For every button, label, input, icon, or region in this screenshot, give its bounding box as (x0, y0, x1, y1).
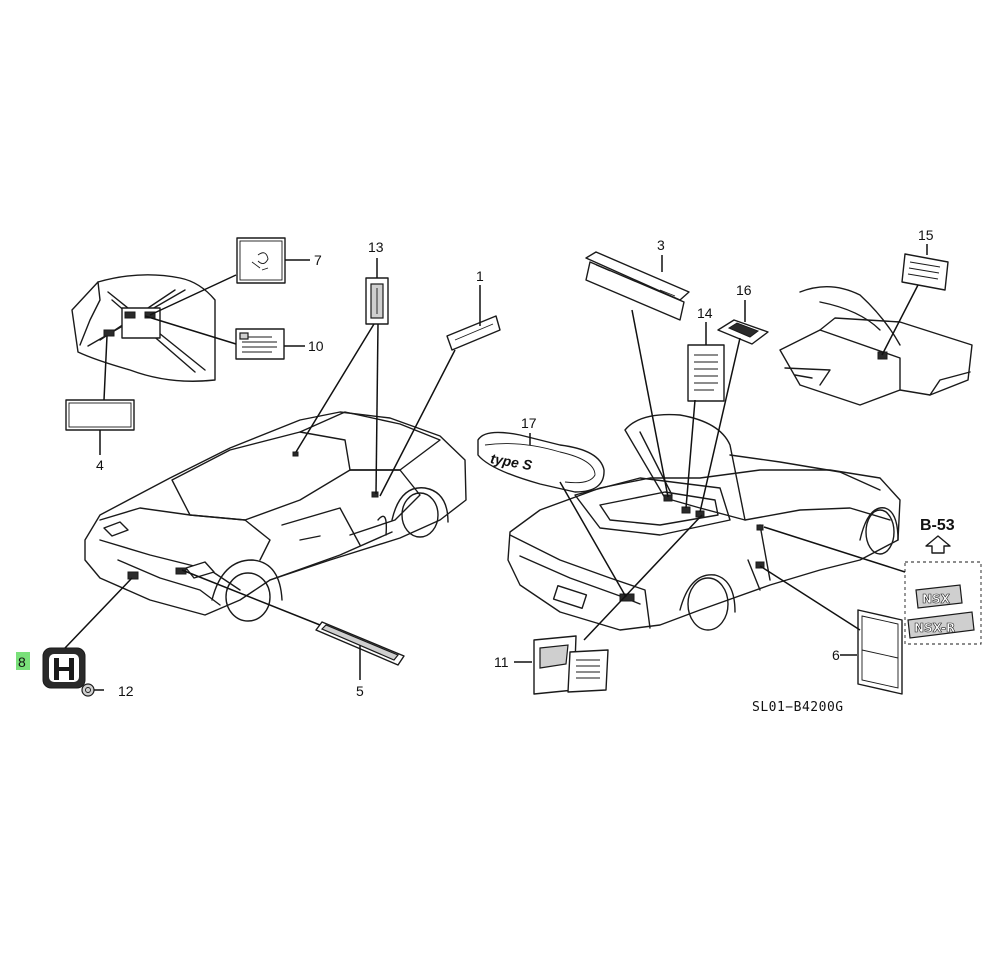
trunk-open-view (779, 286, 973, 406)
nsx-emblem-text: NSX (922, 592, 951, 606)
part-13-emblem (365, 277, 389, 325)
part-3-plate (585, 251, 690, 321)
part-10-label (235, 328, 285, 360)
callout-1: 1 (476, 268, 484, 284)
part-17-type-s-emblem: type S (477, 431, 605, 493)
type-s-text: type S (489, 450, 534, 473)
part-4-label (65, 399, 135, 431)
part-16-badge (717, 319, 769, 345)
nsx-emblem-group: NSX NSX-R B-53 (904, 517, 982, 645)
callout-3: 3 (657, 237, 665, 253)
reference-b53: B-53 (920, 517, 955, 534)
callout-7: 7 (314, 252, 322, 268)
part-6-label (857, 609, 903, 695)
callout-labels: 1 12 3 4 5 6 7 8 10 11 13 14 15 16 17 (16, 227, 934, 699)
part-14-label (687, 344, 725, 402)
front-car-view (84, 411, 467, 622)
part-11-label-set (533, 635, 609, 695)
part-8-h-emblem (42, 647, 86, 689)
callout-8: 8 (18, 654, 26, 670)
rear-car-view (507, 413, 901, 631)
part-15-label (901, 253, 949, 291)
callout-15: 15 (918, 227, 934, 243)
nsx-r-emblem-text: NSX-R (914, 621, 955, 635)
callout-5: 5 (356, 683, 364, 699)
callout-12: 12 (118, 683, 134, 699)
callout-16: 16 (736, 282, 752, 298)
callout-17: 17 (521, 415, 537, 431)
callout-4: 4 (96, 457, 104, 473)
diagram-code: SL01−B4200G (752, 700, 844, 715)
callout-14: 14 (697, 305, 713, 321)
callout-8-highlight (16, 652, 30, 670)
callout-11: 11 (494, 654, 509, 670)
part-12-clip (81, 683, 95, 697)
part-1-strip (446, 315, 501, 351)
leader-lines (64, 244, 928, 691)
callout-10: 10 (308, 338, 324, 354)
callout-13: 13 (368, 239, 384, 255)
part-7-label (236, 237, 286, 284)
callout-6: 6 (832, 647, 840, 663)
engine-lid-view (71, 274, 216, 382)
